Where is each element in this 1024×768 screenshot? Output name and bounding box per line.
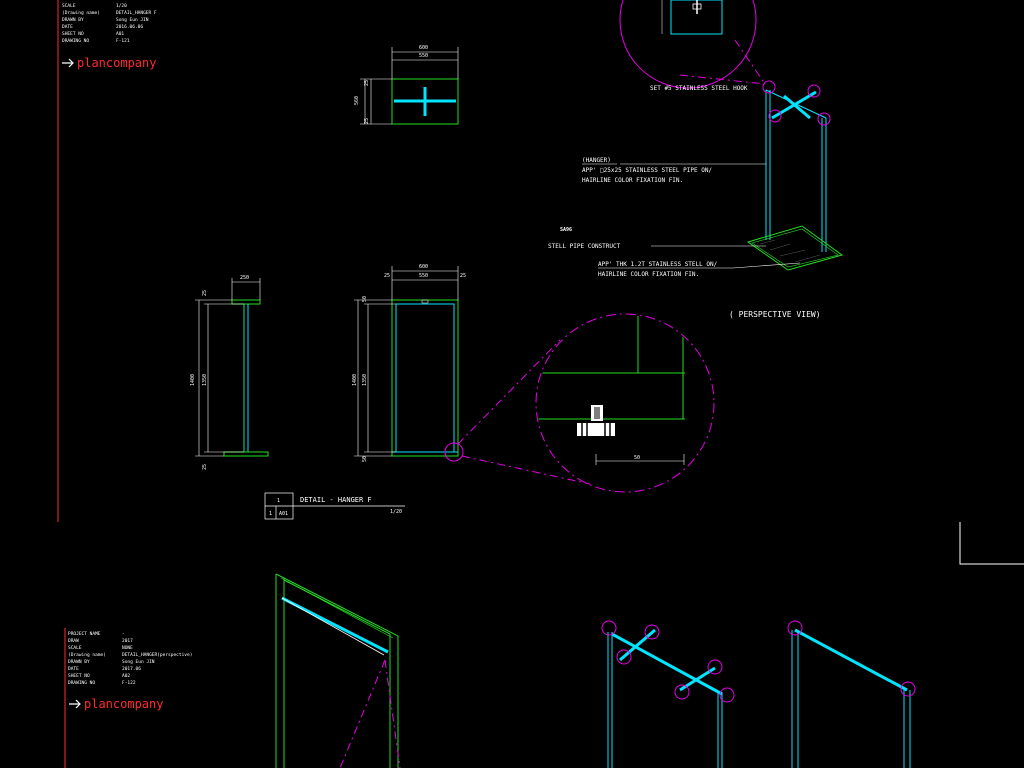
front-dim-bottom: 50: [362, 456, 368, 462]
detail-scale: 1/20: [390, 509, 402, 515]
tb-bottom-label-7: DRAWING NO: [68, 680, 95, 686]
tb-top-value-3: 2016.06.06: [116, 24, 143, 30]
persp-post-left: [765, 90, 771, 240]
bottom-perspective-c: [787, 620, 916, 768]
side-view: 250 1400 1350 25 25: [190, 275, 269, 470]
tb-top-label-5: DRAWING NO: [62, 38, 89, 44]
bottom-perspective-a: [275, 573, 401, 768]
persp-base-plate: [746, 225, 844, 271]
hook-note: SET #5 STAINLESS STEEL HOOK: [650, 85, 748, 92]
detail-source-circle: [444, 442, 464, 462]
detail-sheet: 1: [269, 511, 272, 517]
tb-bottom-label-1: DRAW: [68, 638, 79, 644]
side-top-bar: [231, 299, 261, 305]
hanging-rail: [281, 596, 389, 654]
tb-bottom-label-3: (Drawing name): [68, 652, 106, 658]
tb-top-label-4: SHEET NO: [62, 31, 84, 37]
tb-top-value-1: DETAIL_HANGER F: [116, 10, 157, 16]
front-frame-inner: [395, 303, 455, 453]
plan-dim-inner: 550: [419, 53, 428, 59]
tb-bottom-value-6: A02: [122, 673, 130, 679]
tb-top-label-2: DRAWN BY: [62, 17, 84, 23]
title-block-bottom: PROJECT NAME - DRAW 2017 SCALE NONE (Dra…: [64, 628, 192, 768]
tb-bottom-label-6: SHEET NO: [68, 673, 90, 679]
pipe-note: STELL PIPE CONSTRUCT: [548, 243, 621, 250]
company-logo-bottom: plancompany: [84, 697, 163, 711]
company-logo-top: plancompany: [77, 56, 156, 70]
front-dim-left: 25: [384, 273, 390, 279]
tb-top-value-4: A01: [116, 31, 124, 37]
side-dim-top: 25: [202, 290, 208, 296]
tb-bottom-value-2: NONE: [122, 645, 133, 651]
tb-top-value-0: 1/20: [116, 3, 127, 9]
persp-cross-bar-b: [783, 94, 811, 120]
side-dim-inner-height: 1350: [202, 374, 208, 386]
sheet-border-corner: [959, 522, 1024, 565]
detail-dimension: 50: [634, 455, 640, 461]
hanger-spec-line1: APP' □25x25 STAINLESS STEEL PIPE ON/: [582, 167, 712, 174]
tb-bottom-label-0: PROJECT NAME: [68, 631, 101, 637]
side-dim-bottom: 25: [202, 464, 208, 470]
plan-dim-offset-top: 25: [364, 80, 370, 86]
plan-dim-offset-bottom: 25: [364, 118, 370, 124]
plan-view: 600 550 560 25 25: [354, 45, 459, 125]
tb-bottom-value-4: Song Eun JIN: [122, 659, 155, 665]
perspective-view-title: ( PERSPECTIVE VIEW): [729, 310, 821, 319]
front-dim-inner-height: 1350: [362, 374, 368, 386]
detail-magnified-circle: [535, 313, 715, 493]
front-view: 600 550 25 25 1400 1350 50 50: [352, 264, 466, 462]
title-block-top: SCALE 1/20 (Drawing name) DETAIL_HANGER …: [57, 0, 157, 522]
tb-top-label-0: SCALE: [62, 3, 76, 9]
persp-post-right: [821, 118, 827, 252]
tb-top-label-1: (Drawing name): [62, 10, 100, 16]
tb-bottom-value-7: F-122: [122, 680, 136, 686]
tb-bottom-label-4: DRAWN BY: [68, 659, 90, 665]
arrow-icon: [69, 699, 81, 709]
tb-top-label-3: DATE: [62, 24, 73, 30]
detail-callout: 50: [444, 313, 715, 493]
plan-dim-overall: 600: [419, 45, 428, 51]
detail-leader-bottom: [461, 455, 591, 485]
plan-base-plate: [391, 78, 459, 125]
front-dim-overall-height: 1400: [352, 374, 358, 386]
plan-dim-height: 560: [354, 96, 360, 105]
base-spec-line1: APP' THK 1.2T STAINLESS STELL ON/: [598, 261, 718, 268]
tb-bottom-value-1: 2017: [122, 638, 133, 644]
side-dim-top-width: 250: [240, 275, 249, 281]
side-base-plate: [223, 451, 269, 457]
arrow-icon: [62, 58, 74, 68]
tb-top-value-5: F-121: [116, 38, 130, 44]
hanger-spec-line2: HAIRLINE COLOR FIXATION FIN.: [582, 177, 683, 184]
side-dim-overall-height: 1400: [190, 374, 196, 386]
detail-leader-top: [457, 339, 561, 445]
detail-title-box: 1 1 A01 DETAIL - HANGER F 1/20: [264, 492, 405, 520]
base-spec-line2: HAIRLINE COLOR FIXATION FIN.: [598, 271, 699, 278]
perspective-hook-detail-circle: [619, 0, 757, 89]
hanger-tag: (HANGER): [582, 157, 611, 164]
detail-number: 1: [277, 498, 280, 504]
tb-top-value-2: Song Eun JIN: [116, 17, 149, 23]
front-frame-outer: [391, 299, 459, 457]
tb-bottom-label-2: SCALE: [68, 645, 82, 651]
base-tag: SA96: [560, 227, 572, 233]
detail-title: DETAIL - HANGER F: [300, 496, 372, 504]
tb-bottom-value-5: 2017.06: [122, 666, 141, 672]
front-dim-inner: 550: [419, 273, 428, 279]
tb-bottom-value-3: DETAIL_HANGER(perspective): [122, 652, 192, 658]
front-dim-top: 50: [362, 296, 368, 302]
tb-bottom-value-0: -: [122, 632, 125, 637]
front-dim-right: 25: [460, 273, 466, 279]
bottom-perspective-b: [601, 620, 735, 768]
detail-ref: A01: [279, 511, 288, 517]
tb-bottom-label-5: DATE: [68, 666, 79, 672]
front-dim-overall: 600: [419, 264, 428, 270]
perspective-view: SET #5 STAINLESS STEEL HOOK (HANGER) APP…: [548, 0, 844, 319]
